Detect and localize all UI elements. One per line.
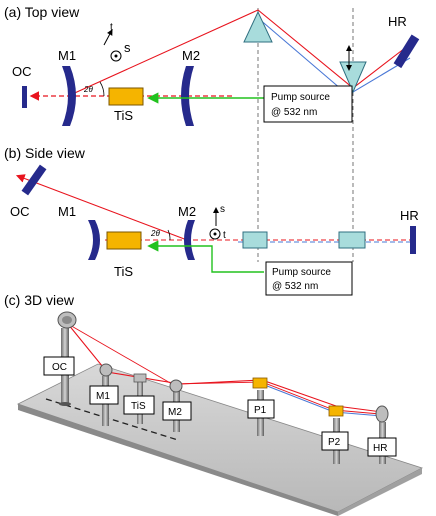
- view3d-red-beam: [67, 323, 383, 413]
- side-prism-2: [338, 231, 366, 249]
- side-pump-line2: @ 532 nm: [272, 281, 318, 292]
- m1-label-box: [89, 385, 119, 405]
- top-m2-label: M2: [182, 48, 200, 63]
- side-hr-mirror: [410, 226, 416, 254]
- side-tis-crystal: [106, 231, 142, 250]
- top-axis-t-arrow: [103, 29, 113, 46]
- oc-label-box: [43, 356, 75, 376]
- p1-label-3d: P1: [254, 405, 267, 416]
- side-axis-s-label: s: [220, 204, 225, 215]
- hr-label-3d: HR: [373, 443, 387, 454]
- p2-mount: [328, 405, 344, 417]
- top-pump-source-box: [263, 85, 353, 123]
- top-m2-mirror: [181, 66, 194, 126]
- m1-label-3d: M1: [96, 391, 110, 402]
- top-oc-mirror: [22, 86, 27, 108]
- tis-label-3d: TiS: [131, 401, 146, 412]
- side-pump-beam: [147, 240, 264, 273]
- top-prism-1: [243, 10, 273, 43]
- side-m1-mirror: [88, 220, 100, 260]
- side-m1-label: M1: [58, 204, 76, 219]
- breadboard-front-edge: [18, 404, 338, 516]
- side-prism-1: [242, 231, 268, 249]
- top-pump-line2: @ 532 nm: [271, 107, 317, 118]
- p2-label-3d: P2: [328, 437, 341, 448]
- panel-side-view: (b) Side view OC M1 M2 2θ TiS HR Pump so…: [4, 145, 419, 296]
- breadboard-side-edge: [338, 468, 422, 516]
- top-pump-line1: Pump source: [271, 92, 330, 103]
- top-red-beam: [67, 9, 406, 97]
- side-axis-t-label: t: [223, 230, 226, 241]
- top-hr-mirror: [393, 34, 420, 69]
- top-oc-label: OC: [12, 64, 32, 79]
- tis-label-box: [123, 395, 155, 415]
- top-m1-label: M1: [58, 48, 76, 63]
- m2-label-box: [162, 401, 192, 421]
- side-output-beam: [15, 174, 188, 241]
- side-m2-label: M2: [178, 204, 196, 219]
- p1-mount: [252, 377, 268, 389]
- side-hr-label: HR: [400, 208, 419, 223]
- top-view-title: (a) Top view: [4, 4, 80, 20]
- side-pump-line1: Pump source: [272, 267, 331, 278]
- side-angle-arc: [167, 229, 171, 241]
- top-angle-arc: [99, 81, 105, 97]
- m1-mount: [99, 363, 113, 377]
- top-angle-label: 2θ: [83, 85, 93, 94]
- top-axis-t-label: t: [110, 22, 113, 33]
- view3d-title: (c) 3D view: [4, 292, 75, 308]
- top-tis-label: TiS: [114, 108, 133, 123]
- side-axis-dot: [213, 232, 217, 236]
- hr-mount: [375, 405, 389, 423]
- oc-optic: [62, 316, 72, 324]
- side-tis-label: TiS: [114, 264, 133, 279]
- side-oc-mirror: [21, 164, 47, 196]
- breadboard-dashed-line: [45, 398, 179, 441]
- top-m1-mirror: [62, 66, 76, 126]
- panel-3d-view: (c) 3D view OC M1 TiS M2: [4, 292, 424, 516]
- side-m2-mirror: [184, 220, 195, 260]
- breadboard-top: [16, 363, 424, 513]
- top-blue-beam: [257, 17, 411, 96]
- side-view-title: (b) Side view: [4, 145, 86, 161]
- top-tis-crystal: [108, 87, 144, 106]
- p1-label-box: [247, 399, 275, 419]
- side-angle-label: 2θ: [150, 229, 160, 238]
- m2-label-3d: M2: [168, 407, 182, 418]
- oc-label-3d: OC: [52, 362, 67, 373]
- p2-label-box: [321, 431, 349, 451]
- side-pump-source-box: [265, 261, 353, 296]
- top-axis-dot: [114, 54, 118, 58]
- side-oc-label: OC: [10, 204, 30, 219]
- panel-top-view: (a) Top view HR OC M1 M2 2θ: [4, 4, 420, 262]
- oc-post-base: [59, 402, 71, 406]
- top-hr-label: HR: [388, 14, 407, 29]
- m2-mount: [169, 379, 183, 393]
- tis-mount: [133, 373, 147, 383]
- hr-label-box: [367, 437, 397, 457]
- top-axis-s-label: s: [124, 40, 131, 55]
